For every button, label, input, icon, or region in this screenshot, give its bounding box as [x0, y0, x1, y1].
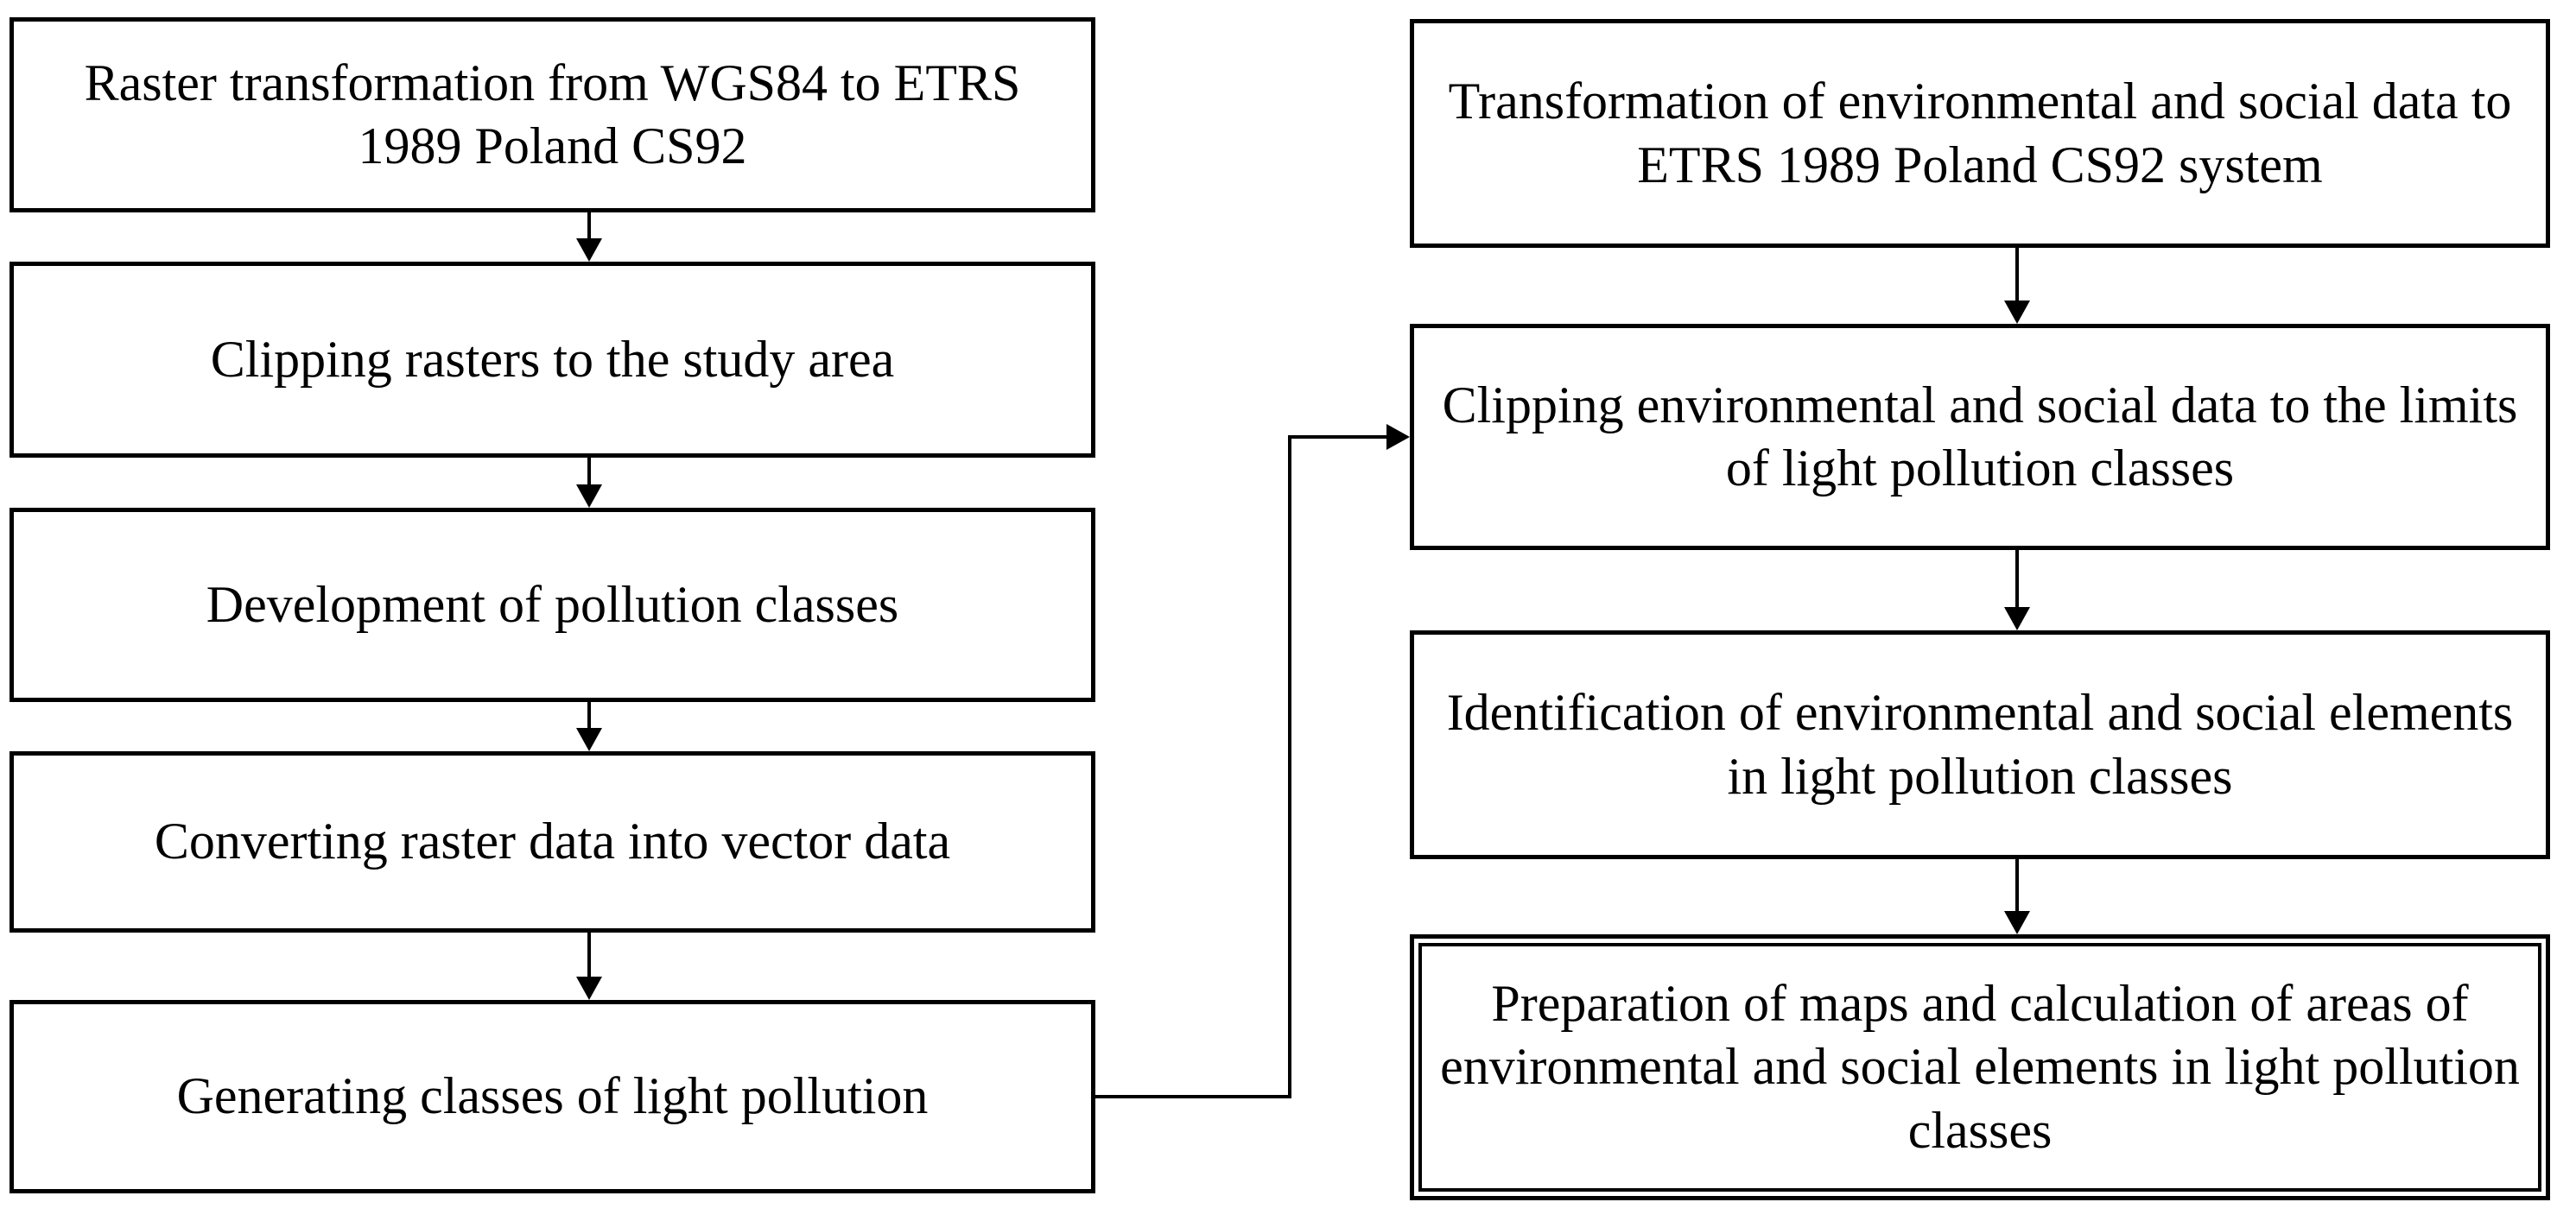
connector-segment-top — [1288, 435, 1388, 439]
arrow-shaft — [2015, 857, 2019, 914]
arrow-shaft — [587, 211, 591, 241]
arrow-head-down-icon — [2004, 301, 2030, 324]
flow-step-generating-light-pollution-classes: Generating classes of light pollution — [10, 1000, 1095, 1193]
arrow-head-down-icon — [576, 977, 602, 1000]
flow-step-clipping-rasters: Clipping rasters to the study area — [10, 262, 1095, 458]
flow-step-identification-env-social-elements: Identification of environmental and soci… — [1410, 630, 2550, 859]
arrow-shaft — [2015, 548, 2019, 610]
arrow-head-down-icon — [576, 484, 602, 508]
flow-step-pollution-classes-development: Development of pollution classes — [10, 508, 1095, 702]
connector-segment-bottom — [1095, 1095, 1291, 1098]
flow-step-raster-transformation: Raster transformation from WGS84 to ETRS… — [10, 17, 1095, 212]
arrow-shaft — [587, 456, 591, 487]
arrow-shaft — [587, 700, 591, 730]
flow-step-raster-to-vector: Converting raster data into vector data — [10, 751, 1095, 933]
arrow-shaft — [587, 931, 591, 979]
connector-segment-vertical — [1288, 435, 1291, 1098]
arrow-shaft — [2015, 246, 2019, 304]
arrow-head-right-icon — [1386, 424, 1410, 450]
flow-step-transform-env-social-data: Transformation of environmental and soci… — [1410, 19, 2550, 248]
arrow-head-down-icon — [2004, 911, 2030, 934]
flow-step-preparation-maps-final: Preparation of maps and calculation of a… — [1410, 934, 2550, 1200]
flow-step-clipping-env-social-data: Clipping environmental and social data t… — [1410, 324, 2550, 550]
arrow-head-down-icon — [2004, 607, 2030, 630]
arrow-head-down-icon — [576, 238, 602, 262]
arrow-head-down-icon — [576, 728, 602, 751]
